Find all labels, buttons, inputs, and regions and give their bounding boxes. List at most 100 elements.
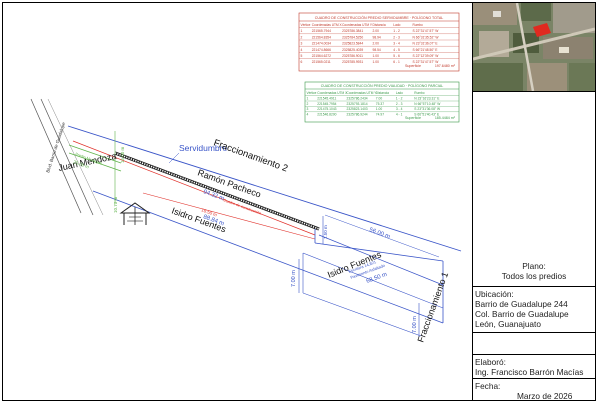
- table2-header-cell: Lado: [396, 91, 403, 95]
- elaboro-value: Ing. Francisco Barrón Macías: [475, 367, 584, 377]
- table1-cell: 98.94: [373, 35, 381, 39]
- table2-cell: 4: [307, 113, 309, 117]
- table1-cell: 1: [301, 29, 303, 33]
- table1-cell: 221565.7944: [312, 29, 331, 33]
- table1-cell: S 22°12'39.09" W: [413, 54, 440, 58]
- dim-56-00: 56.00 m: [368, 227, 390, 240]
- construction-table-2: CUADRO DE CONSTRUCCIÓN PREDIO VIALIDAD ·…: [304, 81, 460, 123]
- table1-cell: 1.00: [373, 54, 380, 58]
- dim-15-00: 15.00 m: [120, 146, 125, 163]
- table2-cell: 74.97: [376, 113, 384, 117]
- table2-cell: 221475.1043: [317, 107, 336, 111]
- table2-header-cell: Distancia: [376, 91, 389, 95]
- table2-cell: 221545.7954: [317, 102, 336, 106]
- fecha-box: Fecha: Marzo de 2026: [473, 379, 595, 401]
- ubicacion-line3: León, Guanajuato: [475, 319, 541, 329]
- table2-cell: 221545.4911: [317, 96, 336, 100]
- fecha-value: Marzo de 2026: [517, 391, 573, 401]
- parcel-lines: [67, 125, 462, 337]
- table2-header-cell: Rumbo: [414, 91, 425, 95]
- fecha-label: Fecha:: [475, 381, 501, 391]
- table2-rows: 1 221545.4911 2325786.2434 7.00 1 - 2 N 23°16…: [305, 95, 459, 117]
- ubicacion-line1: Barrio de Guadalupe 244: [475, 299, 568, 309]
- title-block: Plano: Todos los predios Ubicación: Barr…: [473, 3, 595, 401]
- table1-cell: 2325786.9011: [342, 54, 363, 58]
- construction-table-1: CUADRO DE CONSTRUCCIÓN PREDIO SERVIDUMBR…: [298, 12, 460, 72]
- table1-header-cell: Lado: [393, 23, 400, 27]
- boulevard-lines: [30, 98, 104, 216]
- table2-header-cell: Coordenadas UTM Y: [347, 91, 378, 95]
- fraccionamiento-1-label: Fraccionamiento 1: [415, 271, 450, 344]
- dim-1-50: 1.50 m: [323, 225, 328, 239]
- plan-area: CUADRO DE CONSTRUCCIÓN PREDIO SERVIDUMBR…: [3, 3, 473, 400]
- elaboro-label: Elaboró:: [475, 357, 506, 367]
- table1-cell: 5 - 6: [393, 54, 400, 58]
- plano-value: Todos los predios: [501, 271, 567, 281]
- table2-cell: S 66°51'40.43" E: [414, 113, 440, 117]
- table2-cell: 3 - 4: [396, 107, 403, 111]
- table2-cell: 3: [307, 107, 309, 111]
- ubicacion-line2: Col. Barrio de Guadalupe: [475, 309, 569, 319]
- table1-title: CUADRO DE CONSTRUCCIÓN PREDIO SERVIDUMBR…: [315, 15, 444, 20]
- table1-cell: 1.00: [373, 60, 380, 64]
- table2-cell: N 23°16'23.31" E: [414, 96, 440, 100]
- table1-header-cell: Coordenadas UTM X: [312, 23, 343, 27]
- dim-25-00: 25.00 m: [73, 159, 90, 169]
- ubicacion-label: Ubicación:: [475, 289, 514, 299]
- building-icon: [119, 202, 151, 225]
- table1-total-value: 197.6480 m²: [435, 64, 456, 68]
- table1-cell: 2.00: [373, 29, 380, 33]
- table1-cell: 221565.0211: [312, 60, 331, 64]
- elaboro-box: Elaboró: Ing. Francisco Barrón Macías: [473, 355, 595, 379]
- table1-cell: 2325784.5250: [342, 35, 363, 39]
- table2-total-label: Superficie: [405, 116, 421, 120]
- servidumbre-label: Servidumbre: [179, 143, 227, 153]
- site-plan-drawing: CUADRO DE CONSTRUCCIÓN PREDIO SERVIDUMBR…: [30, 12, 462, 344]
- table2-header-cell: Vértice: [307, 91, 317, 95]
- table1-cell: 98.54: [373, 48, 381, 52]
- table2-cell: 221546.8200: [317, 113, 336, 117]
- table1-cell: N 66°31'35.52" W: [413, 35, 440, 39]
- table2-cell: 4 - 1: [396, 113, 403, 117]
- table1-cell: 2.00: [373, 42, 380, 46]
- table1-cell: 6 - 1: [393, 60, 400, 64]
- table2-cell: 2325786.9244: [347, 113, 368, 117]
- table1-cell: 4 - 5: [393, 48, 400, 52]
- table1-cell: 1 - 2: [393, 29, 400, 33]
- table2-cell: 2 - 3: [396, 102, 403, 106]
- table1-header-cell: Distancia: [373, 23, 386, 27]
- blank-box: [473, 333, 595, 355]
- fraccionamiento-2-label: Fraccionamiento 2: [212, 137, 289, 174]
- drawing-sheet: CUADRO DE CONSTRUCCIÓN PREDIO SERVIDUMBR…: [2, 2, 596, 401]
- table1-cell: S 22°31'47.57" W: [413, 60, 440, 64]
- table2-cell: 1.00: [376, 107, 383, 111]
- table2-cell: 75.37: [376, 102, 384, 106]
- table2-cell: 1 - 2: [396, 96, 403, 100]
- aerial-photo: [473, 3, 595, 92]
- plano-box: Plano: Todos los predios: [473, 257, 595, 287]
- table1-cell: 3: [301, 42, 303, 46]
- table1-total-label: Superficie: [405, 64, 421, 68]
- table1-cell: 2325825.4039: [342, 48, 363, 52]
- table2-cell: 2325786.2434: [347, 96, 368, 100]
- table2-cell: 7.00: [376, 96, 383, 100]
- table1-cell: 2325785.9931: [342, 60, 363, 64]
- table1-cell: 5: [301, 54, 303, 58]
- dim-7-00-b: 7.00 m: [412, 316, 418, 333]
- parcel-marker: [533, 23, 551, 37]
- table1-cell: 2325786.3841: [342, 29, 363, 33]
- dim-18-50: 18.50 m: [201, 207, 218, 217]
- table1-cell: 2325823.5844: [342, 42, 363, 46]
- table1-cell: 3 - 4: [393, 42, 400, 46]
- plano-label: Plano:: [522, 261, 546, 271]
- table1-cell: S 66°21'48.50" E: [413, 48, 439, 52]
- table1-header-cell: Vértice: [301, 23, 311, 27]
- table2-total-value: 185.4484 m²: [435, 116, 456, 120]
- table1-cell: 2: [301, 35, 303, 39]
- table1-cell: 2 - 3: [393, 35, 400, 39]
- table2-cell: 2: [307, 102, 309, 106]
- table1-cell: 6: [301, 60, 303, 64]
- table2-cell: 1: [307, 96, 309, 100]
